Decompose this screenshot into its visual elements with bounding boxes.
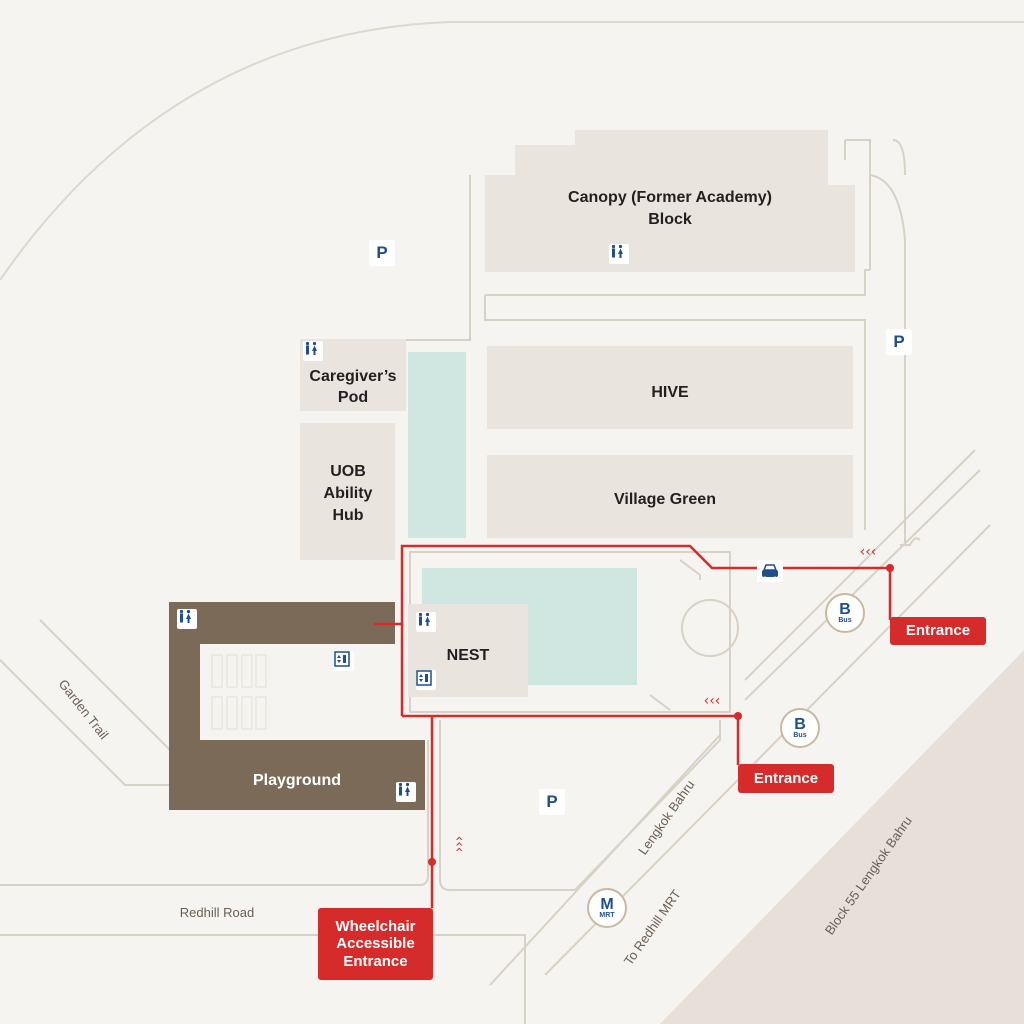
redhill-road-label: Redhill Road [180, 905, 254, 920]
toilet-icon-playground-top [177, 609, 197, 629]
playground-label: Playground [253, 772, 341, 789]
toilet-icon-nest [416, 612, 436, 632]
outer-boundary-path [0, 21, 1024, 281]
playground-bays [211, 654, 267, 730]
canopy-label-line2: Block [648, 211, 692, 228]
arrows-south: ‹‹‹ [704, 693, 721, 709]
toilet-icon-canopy [609, 244, 629, 264]
canopy-block [485, 130, 855, 272]
bus-stop-icon-south: B Bus [780, 708, 820, 748]
caregivers-pod-label: Caregiver’s [309, 368, 396, 385]
garden-trail-edge [0, 659, 170, 786]
wheelchair-entrance-label: Wheelchair Accessible Entrance [318, 908, 433, 980]
route-node-south [734, 712, 742, 720]
route-node-wheelchair [428, 858, 436, 866]
nest-label: NEST [447, 647, 490, 664]
parking-icon-east: P [886, 329, 912, 355]
parking-icon-south: P [539, 789, 565, 815]
entrance-east-label: Entrance [890, 617, 986, 645]
roundabout [681, 599, 739, 657]
hive-label: HIVE [651, 384, 689, 401]
route-node-east [886, 564, 894, 572]
uob-ability-hub-building [300, 423, 395, 560]
toilet-icon-playground-bottom [396, 782, 416, 802]
village-green-label: Village Green [614, 491, 716, 508]
block55-area [660, 650, 1024, 1024]
caregivers-pod-label-line2: Pod [338, 389, 368, 406]
mrt-icon: M MRT [587, 888, 627, 928]
village-green-building [487, 455, 853, 538]
canopy-label: Canopy (Former Academy) [568, 189, 772, 206]
to-redhill-mrt-label: To Redhill MRT [621, 887, 684, 968]
toilet-icon-caregivers [303, 341, 323, 361]
redhill-road-edge-lower [0, 934, 526, 1024]
garden-trail-label: Garden Trail [56, 676, 112, 742]
south-car-park-edge [439, 720, 721, 891]
uob-label-line3: Hub [332, 507, 363, 524]
uob-label-line1: UOB [330, 463, 366, 480]
hive-building [487, 346, 853, 429]
redhill-road-edge [0, 740, 429, 886]
arrows-east: ‹‹‹ [860, 544, 877, 560]
playground-area [169, 602, 425, 810]
bus-stop-icon-east: B Bus [825, 593, 865, 633]
green-strip [408, 352, 466, 538]
lift-icon-playground [334, 651, 354, 671]
arrows-wheelchair: ‹‹‹ [451, 836, 467, 853]
entrance-south-label: Entrance [738, 764, 834, 793]
parking-icon-north: P [369, 240, 395, 266]
uob-label-line2: Ability [324, 485, 373, 502]
lift-icon-nest [416, 670, 436, 690]
taxi-icon [757, 560, 783, 582]
